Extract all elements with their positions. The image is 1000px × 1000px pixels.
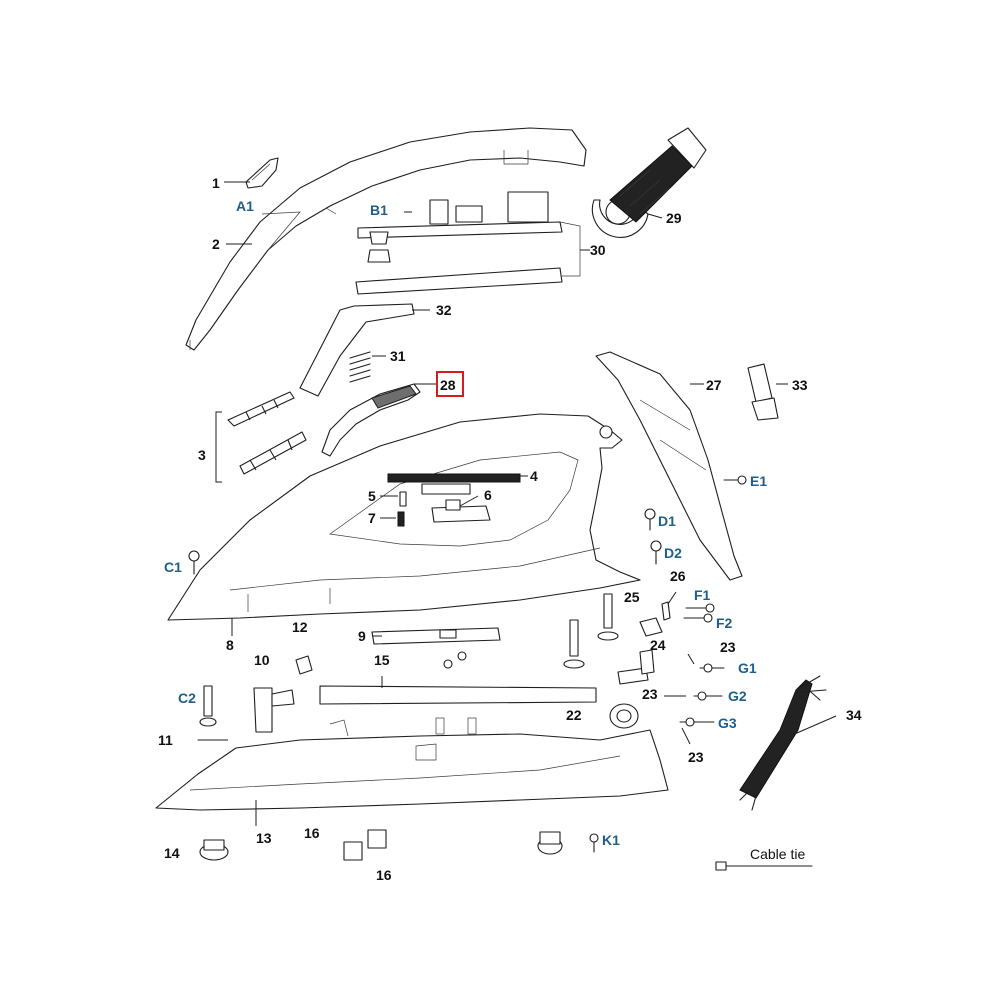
part-13-soleplate: [155, 717, 669, 811]
label-6: 6: [484, 487, 492, 503]
part-29-cord-guard: [591, 127, 707, 238]
part-27-rear-cover: [595, 351, 743, 581]
label-32: 32: [436, 302, 452, 318]
foot-right: [537, 831, 563, 855]
label-c1: C1: [164, 559, 182, 575]
label-k1: K1: [602, 832, 620, 848]
screw-d2: [650, 540, 662, 565]
label-27: 27: [706, 377, 722, 393]
part-6-bracket: [431, 499, 491, 523]
label-9: 9: [358, 628, 366, 644]
label-g2: G2: [728, 688, 747, 704]
screw-g2: [693, 691, 723, 701]
part-labels: 1 A1 2 B1 29 30 32 31 28 27 33 3 4 5 6 7…: [158, 175, 862, 883]
screw-g3: [679, 717, 715, 727]
label-7: 7: [368, 510, 376, 526]
part-30-control-board: [355, 191, 581, 295]
part-28-steam-trigger: [321, 383, 421, 457]
highlight-box-part-28: [436, 371, 464, 397]
label-5: 5: [368, 488, 376, 504]
part-1-clip: [245, 157, 279, 189]
label-23b: 23: [642, 686, 658, 702]
part-34-power-cable: [739, 675, 827, 811]
label-28: 28: [440, 377, 456, 393]
label-10: 10: [254, 652, 270, 668]
label-b1: B1: [370, 202, 388, 218]
label-26: 26: [670, 568, 686, 584]
part-33-knob: [747, 363, 779, 421]
part-25-valve: [639, 617, 663, 637]
part-12-connector: [295, 655, 313, 675]
part-3-buttons: [215, 391, 307, 483]
label-e1: E1: [750, 473, 767, 489]
label-16a: 16: [304, 825, 320, 841]
label-1: 1: [212, 175, 220, 191]
screw-c1: [188, 550, 200, 575]
part-15-heating-element: [319, 685, 597, 705]
label-f1: F1: [694, 587, 711, 603]
part-4-thermostat: [387, 473, 521, 495]
label-2: 2: [212, 236, 220, 252]
label-d1: D1: [658, 513, 676, 529]
part-9-tube: [371, 627, 501, 645]
part-26-clip: [661, 601, 671, 621]
screw-g1: [699, 663, 725, 673]
label-12: 12: [292, 619, 308, 635]
label-4: 4: [530, 468, 538, 484]
cable-tie: [715, 861, 813, 871]
part-10-elbow: [253, 687, 295, 733]
part-2-handle-cover: [185, 127, 587, 351]
label-14: 14: [164, 845, 180, 861]
part-14-foot: [199, 839, 229, 861]
label-g3: G3: [718, 715, 737, 731]
label-c2: C2: [178, 690, 196, 706]
label-d2: D2: [664, 545, 682, 561]
screw-f1: [685, 603, 715, 613]
label-cable-tie: Cable tie: [750, 846, 805, 862]
label-23a: 23: [720, 639, 736, 655]
label-8: 8: [226, 637, 234, 653]
screw-d1: [644, 508, 656, 531]
label-22: 22: [566, 707, 582, 723]
label-13: 13: [256, 830, 272, 846]
label-f2: F2: [716, 615, 733, 631]
label-33: 33: [792, 377, 808, 393]
label-30: 30: [590, 242, 606, 258]
stud-right: [597, 593, 619, 641]
screw-f2: [683, 613, 713, 623]
screw-e1: [723, 475, 747, 485]
leader-lines: [198, 181, 837, 826]
label-15: 15: [374, 652, 390, 668]
part-32-water-inlet: [299, 303, 415, 397]
part-16-pads: [343, 829, 387, 861]
part-31-spring: [349, 351, 371, 383]
label-34: 34: [846, 707, 862, 723]
part-7-screw: [397, 511, 405, 527]
label-11: 11: [158, 732, 173, 748]
label-g1: G1: [738, 660, 757, 676]
label-31: 31: [390, 348, 406, 364]
part-5-pin: [399, 491, 407, 507]
stud-left: [563, 619, 585, 669]
label-29: 29: [666, 210, 682, 226]
label-24: 24: [650, 637, 666, 653]
label-23c: 23: [688, 749, 704, 765]
part-24-hose-connector: [617, 649, 655, 685]
screw-c2: [199, 685, 217, 727]
label-3: 3: [198, 447, 206, 463]
label-25: 25: [624, 589, 640, 605]
label-16b: 16: [376, 867, 392, 883]
label-a1: A1: [236, 198, 254, 214]
screw-mid: [443, 651, 467, 669]
part-22-spool: [609, 703, 639, 729]
screw-k1: [589, 833, 599, 853]
